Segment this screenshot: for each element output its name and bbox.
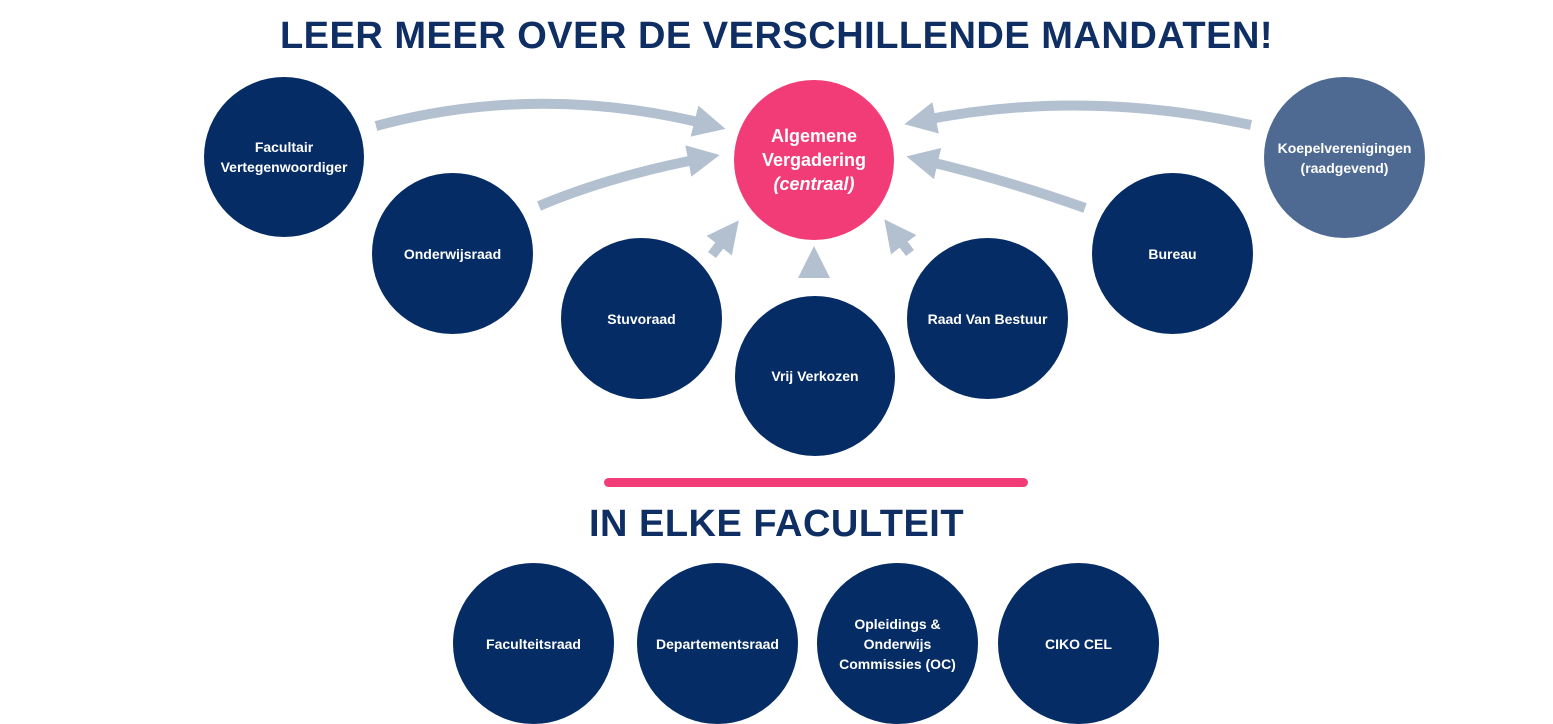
node-vrij-verkozen-label: Vrij Verkozen — [771, 368, 859, 384]
page-title: LEER MEER OVER DE VERSCHILLENDE MANDATEN… — [279, 15, 1274, 57]
faculty-section-title: IN ELKE FACULTEIT — [588, 503, 965, 545]
node-koepel-line2: (raadgevend) — [1300, 159, 1389, 176]
arrow-onderwijsraad-to-central — [537, 145, 720, 211]
node-oc-line2: Onderwijs — [863, 635, 932, 652]
arrow-koepel-to-central — [904, 100, 1253, 134]
node-bureau-label: Bureau — [1148, 245, 1197, 262]
node-raad-van-bestuur-label: Raad Van Bestuur — [927, 310, 1048, 327]
node-onderwijsraad-label: Onderwijsraad — [403, 245, 502, 262]
node-stuvoraad-label: Stuvoraad — [607, 310, 676, 327]
node-koepel-line1: Koepelverenigingen — [1277, 139, 1412, 156]
node-faculteitsraad-label: Faculteitsraad — [486, 635, 581, 652]
node-departementsraad[interactable]: Departementsraad — [637, 563, 798, 724]
node-ciko-label: CIKO CEL — [1045, 635, 1112, 652]
arrow-bureau-to-central — [906, 148, 1087, 213]
central-node-algemene-vergadering[interactable]: Algemene Vergadering (centraal) — [734, 80, 894, 240]
node-facultair-line2: Vertegenwoordiger — [220, 159, 348, 175]
node-faculteitsraad[interactable]: Faculteitsraad — [453, 563, 614, 724]
central-node-line3: (centraal) — [773, 174, 855, 194]
node-onderwijsraad[interactable]: Onderwijsraad — [372, 173, 533, 334]
node-opleidings-onderwijs-commissies[interactable]: Opleidings & Onderwijs Commissies (OC) — [817, 563, 978, 724]
node-oc-line1: Opleidings & — [854, 615, 941, 632]
node-ciko-cel[interactable]: CIKO CEL — [998, 563, 1159, 724]
node-facultair-vertegenwoordiger[interactable]: Facultair Vertegenwoordiger — [204, 77, 364, 237]
node-departementsraad-label: Departementsraad — [656, 635, 779, 652]
node-raad-van-bestuur[interactable]: Raad Van Bestuur — [907, 238, 1068, 399]
arrow-facultair-to-central — [374, 98, 726, 137]
node-koepelverenigingen[interactable]: Koepelverenigingen (raadgevend) — [1264, 77, 1425, 238]
node-bureau[interactable]: Bureau — [1092, 173, 1253, 334]
node-stuvoraad[interactable]: Stuvoraad — [561, 238, 722, 399]
arrow-raadvanbestuur-to-central — [884, 219, 917, 257]
central-node-line2: Vergadering — [761, 150, 867, 170]
node-vrij-verkozen[interactable]: Vrij Verkozen — [735, 296, 895, 456]
node-oc-line3: Commissies (OC) — [839, 655, 956, 672]
arrow-stuvoraad-to-central — [706, 220, 739, 259]
arrow-connectors — [374, 98, 1253, 279]
node-facultair-line1: Facultair — [254, 139, 314, 155]
central-node-line1: Algemene — [770, 126, 858, 146]
section-divider — [604, 478, 1028, 487]
